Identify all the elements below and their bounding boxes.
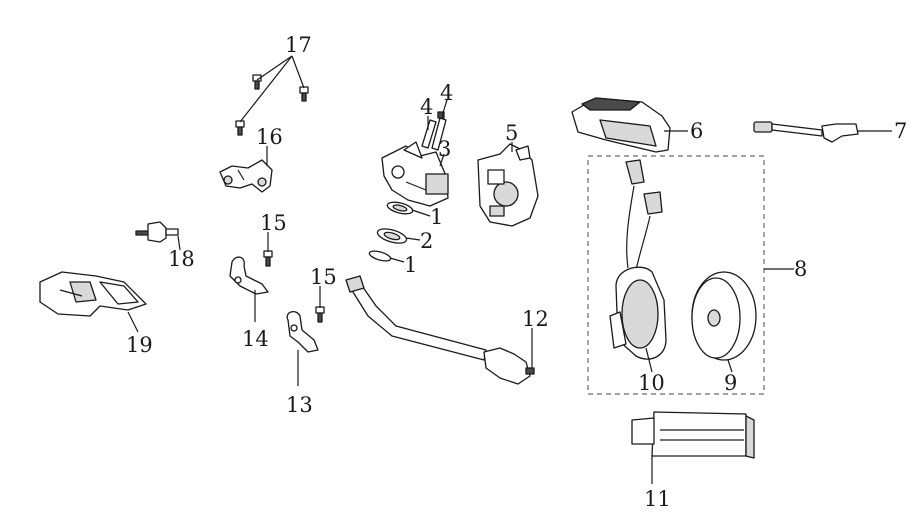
callout-18: 18 xyxy=(168,247,195,271)
callout-13: 13 xyxy=(286,393,313,417)
part-9-rotor xyxy=(691,271,757,361)
part-15-screw-b xyxy=(315,306,325,323)
part-13-hook xyxy=(286,310,319,353)
callout-16: 16 xyxy=(256,125,283,149)
part-5-throttle-body xyxy=(477,143,539,227)
callout-10: 10 xyxy=(638,371,665,395)
part-7-sensor xyxy=(753,121,859,143)
callout-2: 2 xyxy=(420,229,433,253)
callout-19: 19 xyxy=(126,333,153,357)
callout-4-right: 4 xyxy=(440,81,453,105)
part-10-stator xyxy=(609,159,667,360)
callout-labels: 1 1 2 3 4 4 5 6 7 8 9 10 11 12 13 14 15 … xyxy=(126,33,907,511)
callout-15-right: 15 xyxy=(310,265,337,289)
part-2-spacer xyxy=(376,228,408,244)
part-1-oring-upper xyxy=(386,201,414,215)
callout-1-lower: 1 xyxy=(404,253,417,277)
callout-7: 7 xyxy=(894,119,907,143)
part-14-clip xyxy=(229,256,269,295)
part-19-coil xyxy=(39,271,147,317)
leader-lines xyxy=(127,55,892,484)
part-16-bracket xyxy=(219,159,273,193)
part-6-controller xyxy=(571,97,671,153)
part-3-throttle-body xyxy=(381,141,449,207)
callout-1-upper: 1 xyxy=(430,205,443,229)
callout-8: 8 xyxy=(794,257,807,281)
callout-9: 9 xyxy=(724,371,737,395)
part-1-oring-lower xyxy=(368,250,392,262)
callout-17: 17 xyxy=(285,33,312,57)
callout-11: 11 xyxy=(644,487,671,511)
callout-12: 12 xyxy=(522,307,549,331)
part-8-group-box xyxy=(587,155,765,395)
part-18-sensor xyxy=(135,221,179,243)
part-12-cable xyxy=(345,275,535,385)
callout-3: 3 xyxy=(438,137,451,161)
part-4-injector-bolts xyxy=(421,111,447,151)
callout-6: 6 xyxy=(690,119,703,143)
callout-5: 5 xyxy=(505,121,518,145)
callout-15-left: 15 xyxy=(260,211,287,235)
callout-4-left: 4 xyxy=(420,95,433,119)
part-11-regulator xyxy=(631,411,755,459)
part-15-screw-a xyxy=(263,250,273,267)
callout-14: 14 xyxy=(242,327,269,351)
